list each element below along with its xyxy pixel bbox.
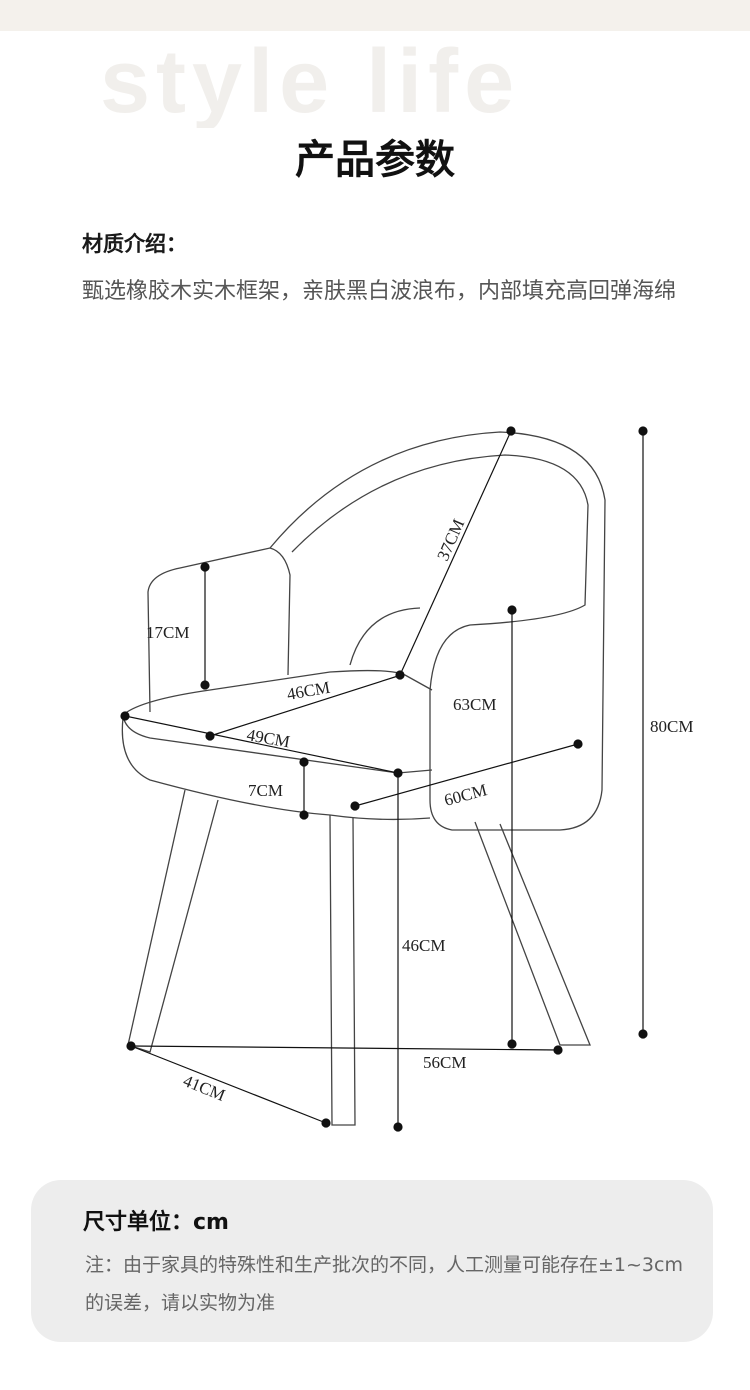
label-total-height: 80CM: [650, 717, 693, 736]
top-band: [0, 0, 750, 31]
chair-outline: [121, 431, 606, 1126]
dimension-lines: [120, 426, 648, 1132]
label-leg-span-depth: 41CM: [181, 1071, 228, 1105]
label-arm-height: 17CM: [146, 623, 189, 642]
material-text: 甄选橡胶木实木框架，亲肤黑白波浪布，内部填充高回弹海绵: [82, 279, 677, 304]
label-leg-span-width: 56CM: [423, 1053, 466, 1072]
unit-heading: 尺寸单位：cm: [83, 1210, 229, 1235]
label-seat-back-height: 63CM: [453, 695, 496, 714]
note-text: 注：由于家具的特殊性和生产批次的不同，人工测量可能存在±1~3cm的误差，请以实…: [85, 1254, 683, 1314]
label-cushion-thickness: 7CM: [248, 781, 283, 800]
label-seat-height: 46CM: [402, 936, 445, 955]
label-back-width: 37CM: [433, 516, 468, 563]
material-heading: 材质介绍：: [82, 232, 187, 256]
watermark-text: style life: [100, 36, 521, 128]
label-overall-width: 60CM: [442, 780, 489, 810]
page-title: 产品参数: [295, 137, 455, 183]
label-seat-width: 49CM: [245, 725, 291, 751]
chair-dimension-diagram: 37CM 17CM 46CM 49CM 7CM 63CM 80CM 60CM 4…: [120, 426, 693, 1132]
note-box: 尺寸单位：cm 注：由于家具的特殊性和生产批次的不同，人工测量可能存在±1~3c…: [31, 1180, 713, 1342]
